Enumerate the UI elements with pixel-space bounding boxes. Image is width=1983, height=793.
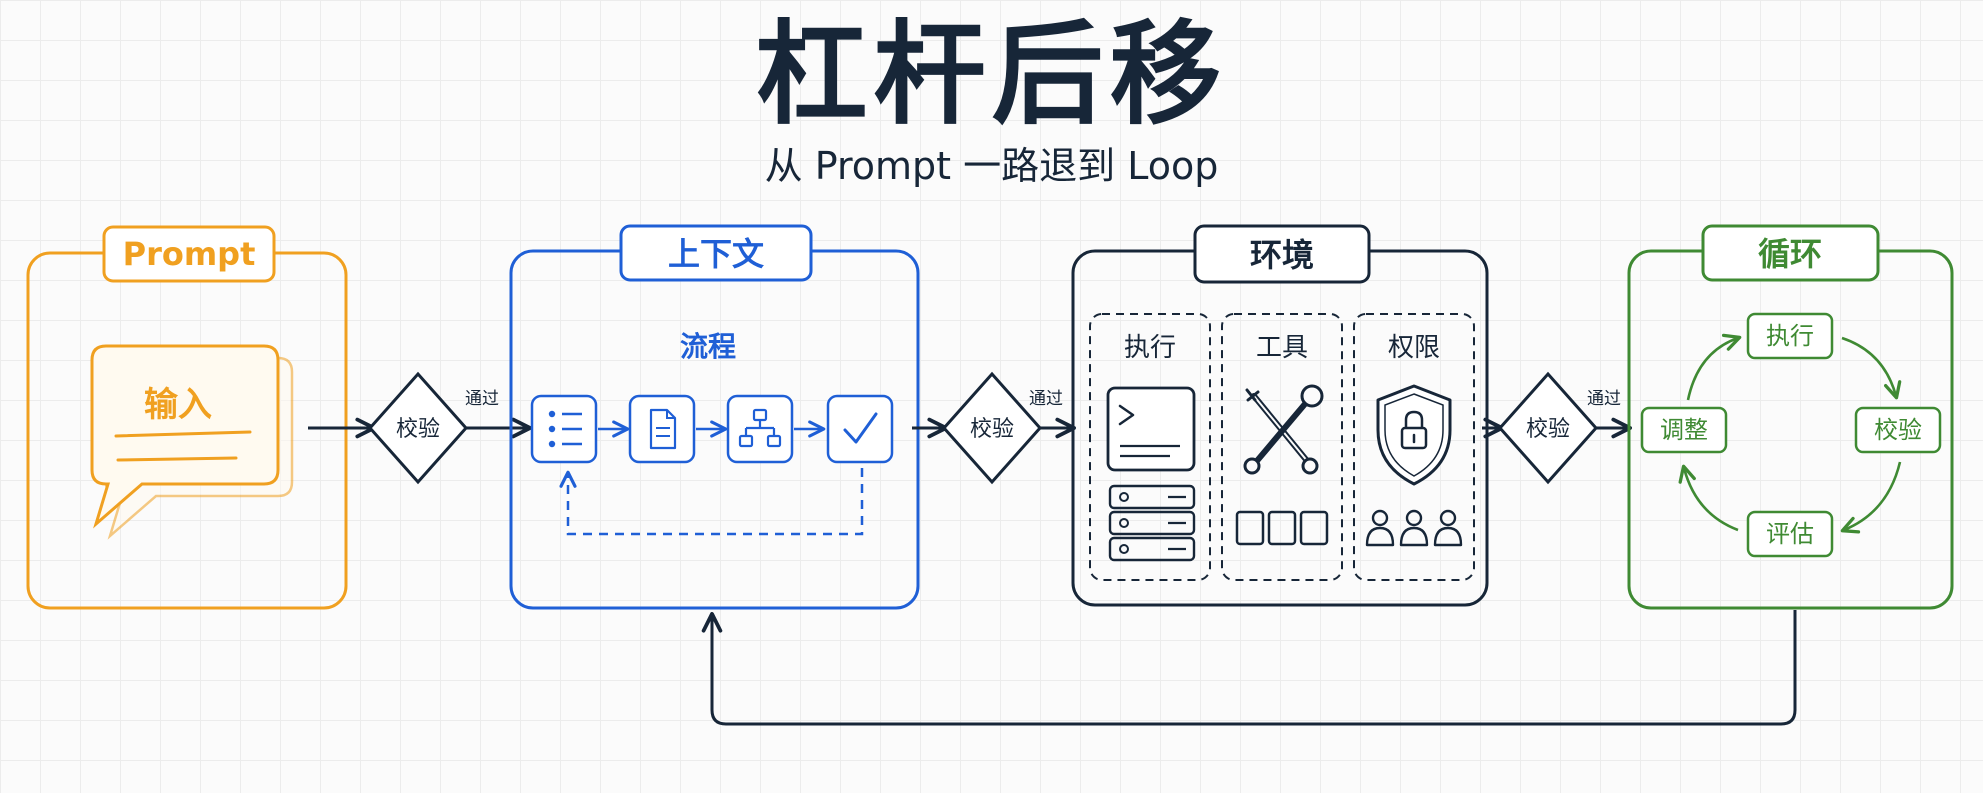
loop-node-adjust: 调整	[1640, 406, 1728, 454]
env-panel-tools: 工具	[1221, 313, 1343, 581]
context-label-box	[619, 224, 813, 282]
env-panel-tools-label: 工具	[1256, 333, 1308, 363]
main-title: 杠杆后移	[755, 10, 1228, 140]
loop-node-evaluate: 评估	[1746, 510, 1834, 558]
loop-label: 循环	[1758, 235, 1822, 273]
loop-node-execute-label: 执行	[1766, 322, 1814, 350]
loop-node-verify-label: 校验	[1874, 416, 1922, 444]
checkmark-icon	[826, 394, 894, 464]
gate-1: 校验 通过	[367, 371, 532, 485]
feedback-loop-to-context	[701, 610, 1797, 726]
gate-2-label: 校验	[970, 417, 1014, 442]
env-panel-execute: 执行	[1089, 313, 1211, 581]
gate-2: 校验 通过	[941, 371, 1076, 485]
gate-3-label: 校验	[1526, 417, 1570, 442]
gate-3-diamond	[1497, 371, 1599, 485]
gate-2-pass-label: 通过	[1029, 389, 1063, 409]
document-icon	[628, 394, 696, 464]
context-label: 上下文	[668, 235, 764, 273]
loop-node-evaluate-label: 评估	[1766, 520, 1814, 548]
list-icon	[530, 394, 598, 464]
hierarchy-icon	[726, 394, 794, 464]
environment-stage: 环境 执行	[1071, 224, 1489, 607]
loop-node-verify: 校验	[1854, 406, 1942, 454]
gate-1-label: 校验	[396, 417, 440, 442]
boxes-icon	[1235, 510, 1329, 546]
speech-bubble-icon	[90, 344, 294, 540]
gate-3-pass-label: 通过	[1587, 389, 1621, 409]
terminal-icon	[1106, 386, 1196, 472]
env-panel-permission: 权限	[1353, 313, 1475, 581]
loop-node-execute: 执行	[1746, 312, 1834, 360]
prompt-stage: Prompt 输入	[26, 225, 348, 610]
prompt-input-label: 输入	[144, 385, 212, 425]
environment-label-box	[1193, 224, 1371, 284]
users-icon	[1365, 509, 1463, 547]
server-icon	[1108, 484, 1196, 562]
shield-lock-icon	[1376, 384, 1452, 486]
gate-3: 校验 通过	[1497, 371, 1632, 485]
loop-node-adjust-label: 调整	[1660, 416, 1708, 444]
prompt-label: Prompt	[123, 235, 256, 273]
environment-label: 环境	[1250, 236, 1314, 274]
loop-stage: 循环 执行 校验 评估 调整	[1627, 224, 1954, 610]
env-panel-execute-label: 执行	[1124, 333, 1176, 363]
context-stage: 上下文 流程	[509, 224, 920, 610]
subtitle: 从 Prompt 一路退到 Loop	[764, 144, 1219, 188]
env-panel-permission-label: 权限	[1388, 333, 1440, 363]
flow-title: 流程	[680, 330, 736, 363]
prompt-label-box	[102, 225, 276, 283]
gate-1-pass-label: 通过	[465, 389, 499, 409]
tools-icon	[1243, 384, 1324, 475]
gate-1-diamond	[367, 371, 469, 485]
loop-label-box	[1701, 224, 1880, 282]
gate-2-diamond	[941, 371, 1043, 485]
flow-feedback-loop	[559, 468, 864, 536]
